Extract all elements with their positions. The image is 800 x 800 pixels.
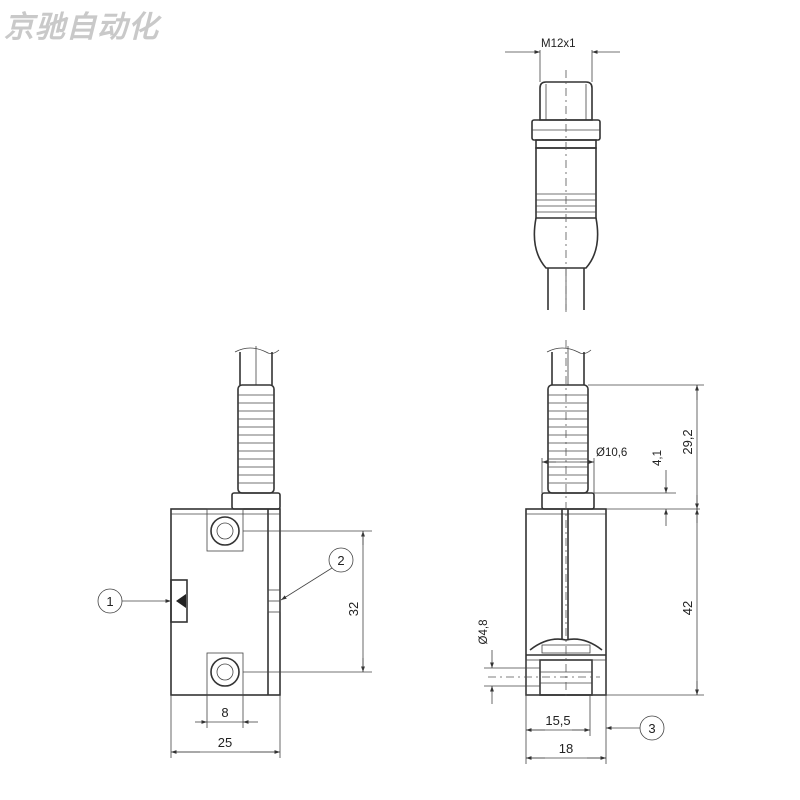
dim-cable-offset: 4,1 xyxy=(652,450,664,466)
callout-2: 2 xyxy=(337,553,344,568)
watermark: 京驰自动化 xyxy=(4,10,159,45)
callout-3: 3 xyxy=(648,721,655,736)
dim-inner-width: 15,5 xyxy=(545,713,570,728)
dim-hole-spacing: 32 xyxy=(346,602,361,616)
dim-height: 42 xyxy=(680,601,695,615)
dim-cable-diameter: Ø10,6 xyxy=(596,447,627,459)
callout-1: 1 xyxy=(106,594,113,609)
connector-thread-label: M12x1 xyxy=(541,38,576,50)
side-view: Ø10,6 4,1 29,2 42 Ø4,8 15,5 xyxy=(478,340,704,764)
connector-view: M12x1 xyxy=(505,38,620,312)
dim-cable-length: 29,2 xyxy=(680,429,695,454)
front-view: 1 2 32 8 25 xyxy=(97,346,372,758)
dim-width: 25 xyxy=(218,735,232,750)
dim-hole-offset: 8 xyxy=(221,705,228,720)
dim-depth: 18 xyxy=(559,741,573,756)
dim-hole-diameter: Ø4,8 xyxy=(478,620,490,645)
